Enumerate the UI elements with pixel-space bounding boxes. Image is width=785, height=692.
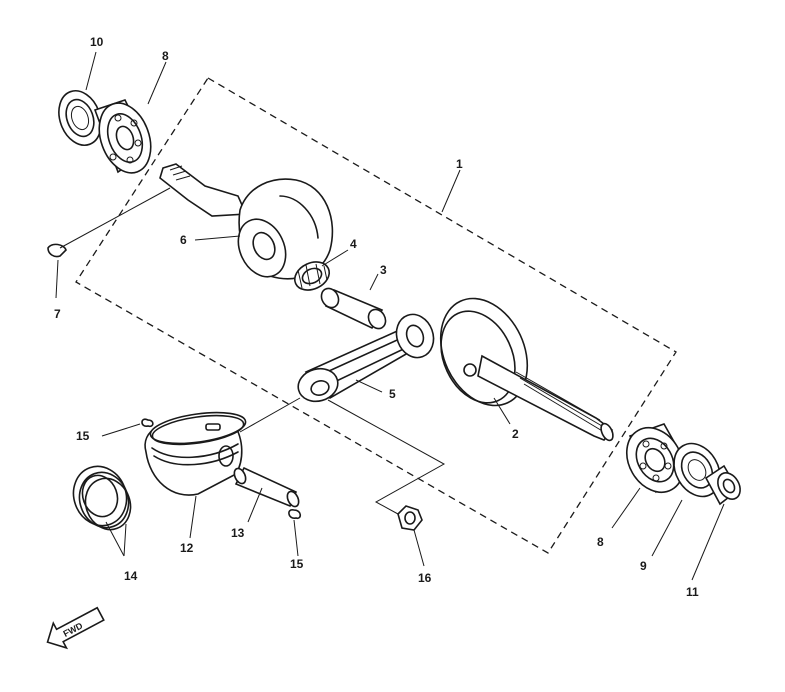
callout-13: 13	[231, 526, 245, 540]
circlip-right	[288, 509, 302, 520]
piston	[144, 411, 247, 496]
callout-4: 4	[350, 237, 357, 251]
callout-12: 12	[180, 541, 194, 555]
callout-14: 14	[124, 569, 138, 583]
left-crank-half	[159, 163, 334, 280]
callout-8-left: 8	[162, 49, 169, 63]
callout-9: 9	[640, 559, 647, 573]
leader-lines	[55, 51, 725, 581]
callout-2: 2	[512, 427, 519, 441]
bearing-right	[625, 423, 692, 494]
collar	[704, 464, 741, 506]
callout-16: 16	[418, 571, 432, 585]
circlip-left	[141, 418, 154, 428]
callout-10: 10	[90, 35, 104, 49]
callout-1: 1	[456, 157, 463, 171]
callout-15-left: 15	[76, 429, 90, 443]
callout-3: 3	[380, 263, 387, 277]
callout-8-right: 8	[597, 535, 604, 549]
callout-11: 11	[686, 585, 699, 599]
crank-pin	[320, 287, 387, 330]
fwd-arrow-icon: FWD	[46, 606, 105, 650]
crankshaft-assembly-boundary	[75, 77, 677, 554]
callout-15-right: 15	[290, 557, 304, 571]
callout-5: 5	[389, 387, 396, 401]
right-crank-half	[439, 297, 614, 442]
callout-7: 7	[54, 307, 61, 321]
piston-rings	[72, 465, 132, 531]
piston-pin	[233, 466, 300, 508]
bearing-left	[93, 99, 152, 174]
small-end-bearing	[397, 505, 423, 531]
callout-6: 6	[180, 233, 187, 247]
needle-bearing	[293, 261, 331, 291]
connecting-rod	[297, 313, 435, 403]
